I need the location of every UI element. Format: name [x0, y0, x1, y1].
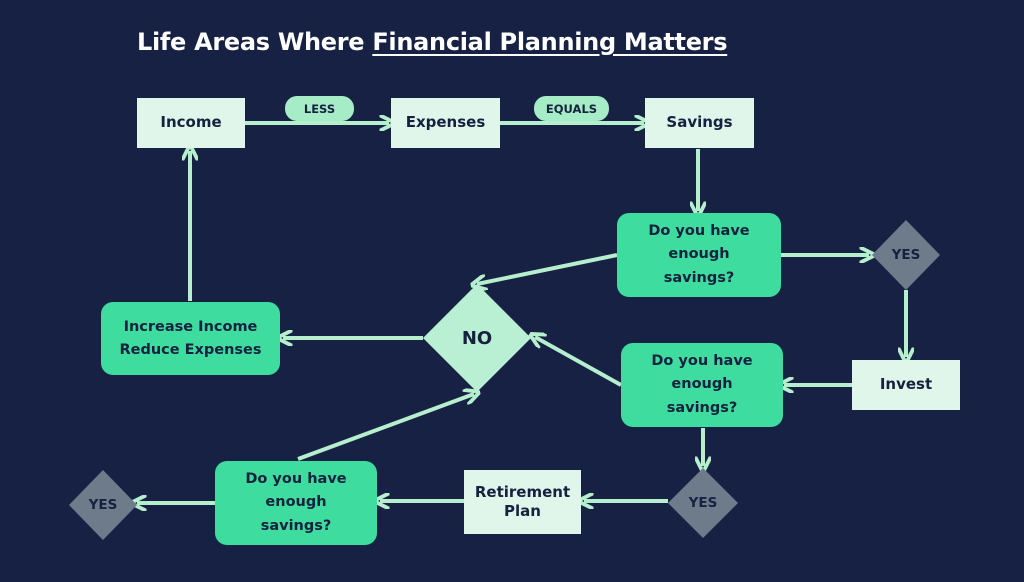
node-savings: Savings	[645, 98, 754, 148]
decision-diamond-yes-1	[872, 220, 940, 290]
decision-question-3: Do you have enough savings?	[215, 461, 377, 545]
decision-question-2: Do you have enough savings?	[621, 343, 783, 427]
title-highlight: Financial Planning Matters	[372, 28, 728, 56]
arrow-question-3-to-no	[297, 394, 474, 461]
decision-diamond-yes-2	[668, 468, 738, 538]
decision-diamond-yes-3	[69, 470, 137, 540]
node-increase-reduce: Increase Income Reduce Expenses	[101, 302, 280, 375]
decision-diamond-no	[423, 284, 531, 392]
page-title: Life Areas Where Financial Planning Matt…	[137, 28, 728, 56]
label-less: LESS	[285, 96, 354, 121]
label-yes-2: YES	[688, 495, 718, 511]
node-invest: Invest	[852, 360, 960, 410]
label-yes-1: YES	[891, 247, 921, 263]
title-prefix: Life Areas Where	[137, 28, 373, 56]
label-equals: EQUALS	[534, 96, 609, 121]
node-expenses: Expenses	[391, 98, 500, 148]
node-income: Income	[137, 98, 245, 148]
arrow-question-1-to-no	[477, 253, 618, 284]
label-yes-3: YES	[88, 497, 118, 513]
decision-question-1: Do you have enough savings?	[617, 213, 781, 297]
node-retirement-plan: Retirement Plan	[464, 470, 581, 534]
label-no: NO	[461, 327, 493, 349]
arrow-question-2-to-no	[535, 337, 622, 387]
